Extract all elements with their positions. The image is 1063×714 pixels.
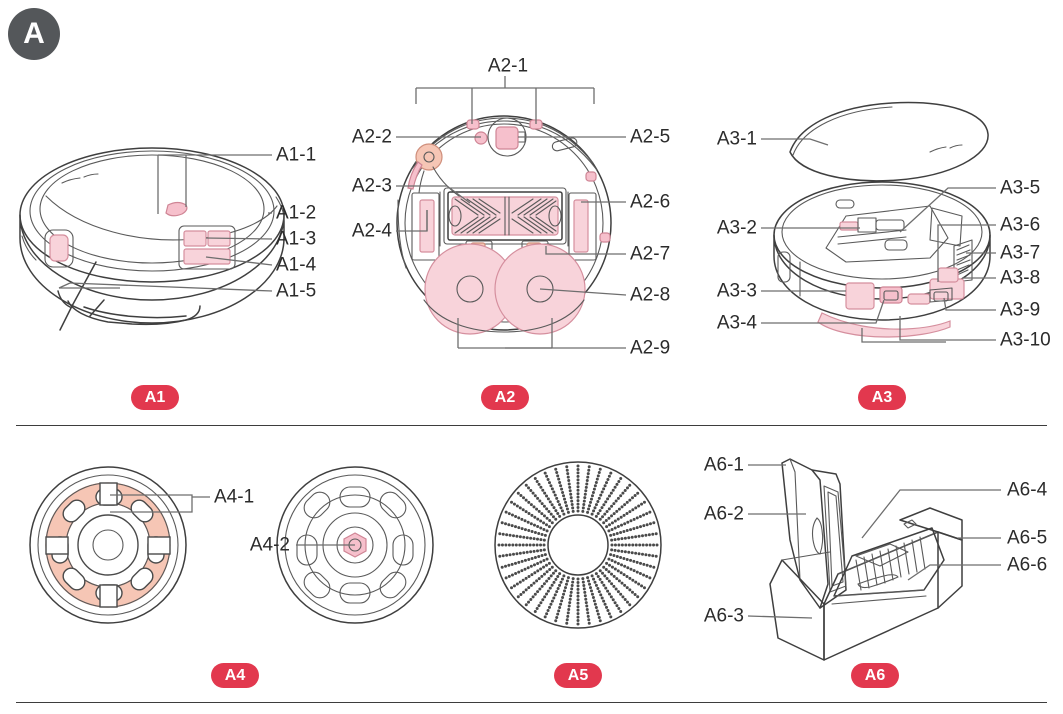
callout-label-a3-8: A3-8 — [1000, 267, 1041, 289]
figure-a4-artwork — [29, 466, 434, 624]
callout-label-a1-1: A1-1 — [276, 144, 317, 166]
callout-label-a6-3: A6-3 — [703, 605, 744, 627]
figure-pill-a3: A3 — [858, 385, 906, 410]
callout-label-a2-7: A2-7 — [630, 243, 671, 265]
group-badge-a: A — [8, 8, 60, 60]
figure-a1-artwork — [19, 147, 285, 331]
figure-a2-artwork — [396, 76, 627, 349]
callout-label-a3-9: A3-9 — [1000, 299, 1041, 321]
callout-label-a3-10: A3-10 — [1000, 329, 1051, 351]
figure-a6-artwork — [747, 458, 1001, 661]
callout-label-a2-3: A2-3 — [351, 175, 392, 197]
callout-label-a3-2: A3-2 — [716, 217, 757, 239]
figure-a2-bracket-bottom — [457, 318, 626, 349]
callout-label-a3-7: A3-7 — [1000, 242, 1041, 264]
divider-bottom-row — [16, 702, 1047, 703]
callout-label-a2-4: A2-4 — [351, 220, 392, 242]
callout-label-a6-4: A6-4 — [1007, 479, 1048, 501]
figure-a3-artwork — [761, 101, 996, 343]
figure-pill-a6: A6 — [851, 663, 899, 688]
callout-label-a6-6: A6-6 — [1007, 554, 1048, 576]
figure-a3-leader-lines — [761, 138, 996, 343]
callout-label-a4-1: A4-1 — [214, 486, 255, 508]
callout-label-a1-5: A1-5 — [276, 280, 317, 302]
divider-top-row — [16, 425, 1047, 426]
callout-label-a2-2: A2-2 — [351, 126, 392, 148]
figure-a2-leader-lines — [396, 136, 627, 296]
callout-label-a1-4: A1-4 — [276, 254, 317, 276]
figure-pill-a2: A2 — [481, 385, 529, 410]
callout-label-a3-5: A3-5 — [1000, 177, 1041, 199]
figure-a6-leader-lines — [747, 464, 1001, 619]
figure-a2-bracket-top — [415, 76, 595, 124]
figure-a5-artwork — [494, 461, 662, 629]
callout-label-a3-1: A3-1 — [716, 128, 757, 150]
figure-a1-leader-lines — [58, 154, 273, 292]
callout-label-a2-1: A2-1 — [487, 55, 529, 77]
callout-label-a2-8: A2-8 — [630, 284, 671, 306]
figure-pill-a1: A1 — [131, 385, 179, 410]
callout-label-a2-6: A2-6 — [630, 191, 671, 213]
callout-label-a1-2: A1-2 — [276, 202, 317, 224]
figure-pill-a5: A5 — [554, 663, 602, 688]
callout-label-a3-6: A3-6 — [1000, 214, 1041, 236]
callout-label-a2-9: A2-9 — [630, 337, 671, 359]
callout-label-a3-3: A3-3 — [716, 280, 757, 302]
callout-label-a1-3: A1-3 — [276, 228, 317, 250]
callout-label-a6-1: A6-1 — [703, 454, 744, 476]
figure-a4-leader-lines — [110, 494, 355, 546]
callout-label-a4-2: A4-2 — [249, 534, 290, 556]
figure-pill-a4: A4 — [211, 663, 259, 688]
callout-label-a3-4: A3-4 — [716, 312, 757, 334]
callout-label-a2-5: A2-5 — [630, 126, 671, 148]
callout-label-a6-2: A6-2 — [703, 503, 744, 525]
callout-label-a6-5: A6-5 — [1007, 527, 1048, 549]
